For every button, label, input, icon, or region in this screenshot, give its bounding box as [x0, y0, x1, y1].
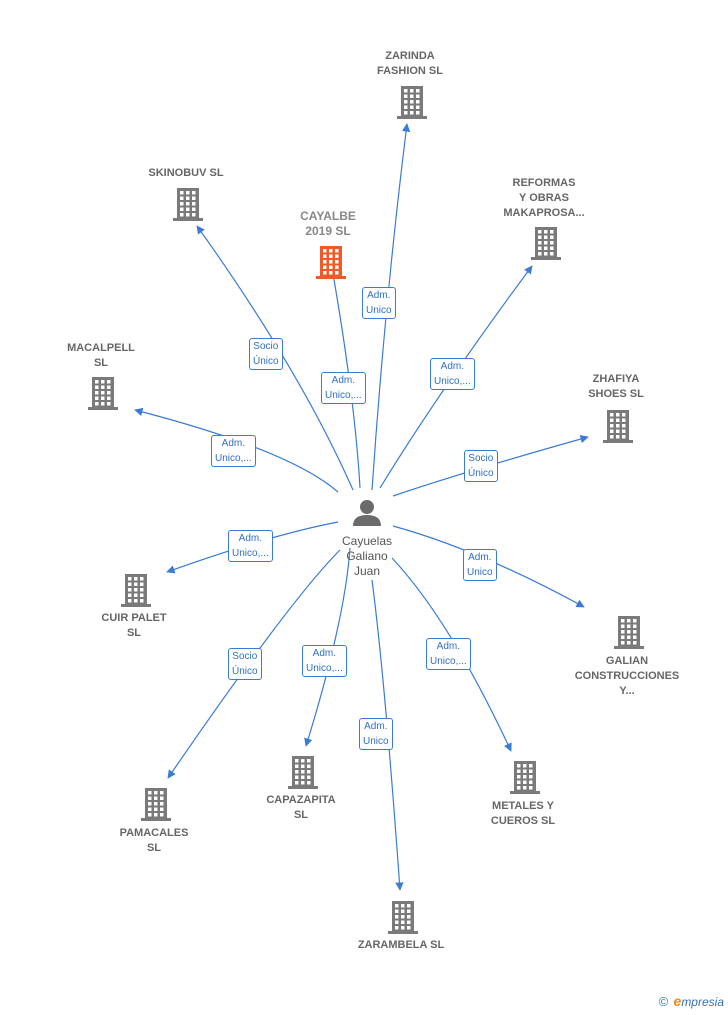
edge-pamacales: [167, 549, 341, 779]
node-label-zarinda[interactable]: ZARINDA FASHION SL: [376, 50, 443, 77]
person-icon[interactable]: [353, 500, 381, 526]
brand-e: e: [673, 993, 682, 1009]
edge-capazapita: [304, 547, 351, 747]
building-icon-capazapita[interactable]: [288, 756, 318, 789]
edge-label-cuirpalet[interactable]: Adm. Unico,...: [228, 530, 273, 562]
edge-label-zhafiya[interactable]: Socio Único: [464, 450, 498, 482]
edge-label-zarinda[interactable]: Adm. Unico: [362, 287, 396, 319]
node-label-skinobuv[interactable]: SKINOBUV SL: [148, 167, 224, 179]
building-icon-zhafiya[interactable]: [603, 410, 633, 443]
empresia-copyright: © empresia: [659, 993, 724, 1009]
building-icon-zarinda[interactable]: [397, 86, 427, 119]
edge-label-cayalbe[interactable]: Adm. Unico,...: [321, 372, 366, 404]
building-icon-cuirpalet[interactable]: [121, 574, 151, 607]
brand-name: mpresia: [681, 995, 724, 1009]
node-label-capazapita[interactable]: CAPAZAPITA SL: [266, 794, 336, 821]
edge-label-zarambela[interactable]: Adm. Unico: [359, 718, 393, 750]
edge-macalpell: [134, 407, 339, 493]
copyright-icon: ©: [658, 994, 669, 1009]
edge-label-reformas[interactable]: Adm. Unico,...: [430, 358, 475, 390]
edge-label-pamacales[interactable]: Socio Único: [228, 648, 262, 680]
node-label-galian[interactable]: GALIAN CONSTRUCCIONES Y...: [574, 655, 680, 697]
building-icon-cayalbe[interactable]: [316, 246, 346, 279]
building-icon-pamacales[interactable]: [141, 788, 171, 821]
edge-label-metales[interactable]: Adm. Unico,...: [426, 638, 471, 670]
building-icon-metales[interactable]: [510, 761, 540, 794]
building-icon-reformas[interactable]: [531, 227, 561, 260]
building-icon-galian[interactable]: [614, 616, 644, 649]
node-label-zhafiya[interactable]: ZHAFIYA SHOES SL: [588, 373, 644, 400]
building-icon-macalpell[interactable]: [88, 377, 118, 410]
edge-skinobuv: [196, 225, 354, 491]
building-icon-skinobuv[interactable]: [173, 188, 203, 221]
edge-label-galian[interactable]: Adm. Unico: [463, 549, 497, 581]
node-label-cayalbe[interactable]: CAYALBE 2019 SL: [300, 209, 356, 238]
node-label-reformas[interactable]: REFORMAS Y OBRAS MAKAPROSA...: [503, 177, 585, 219]
edge-label-skinobuv[interactable]: Socio Único: [249, 338, 283, 370]
node-label-pamacales[interactable]: PAMACALES SL: [119, 827, 189, 854]
node-label-cuirpalet[interactable]: CUIR PALET SL: [101, 612, 167, 639]
edge-label-macalpell[interactable]: Adm. Unico,...: [211, 435, 256, 467]
node-label-macalpell[interactable]: MACALPELL SL: [67, 342, 135, 369]
edge-zarambela: [371, 579, 404, 891]
node-label-zarambela[interactable]: ZARAMBELA SL: [357, 939, 445, 951]
edge-label-capazapita[interactable]: Adm. Unico,...: [302, 645, 347, 677]
building-icon-zarambela[interactable]: [388, 901, 418, 934]
node-label-metales[interactable]: METALES Y CUEROS SL: [490, 800, 556, 827]
person-name[interactable]: Cayuelas Galiano Juan: [341, 534, 393, 578]
edge-metales: [391, 557, 512, 752]
